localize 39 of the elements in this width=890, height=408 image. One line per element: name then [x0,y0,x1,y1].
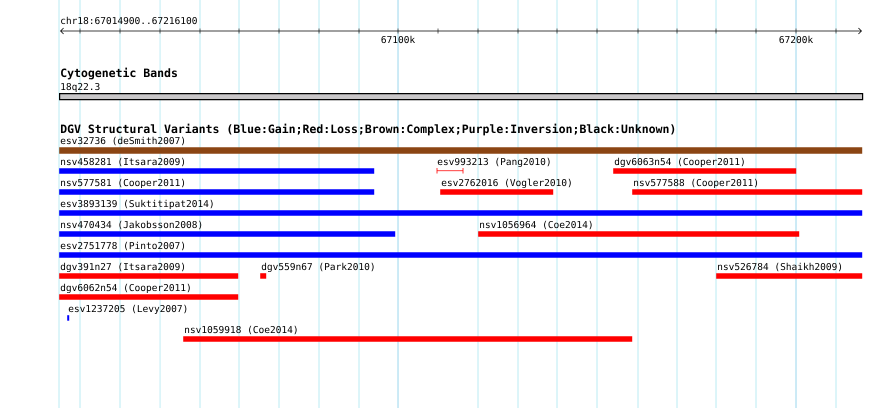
variant-bar: dgv559n67 (Park2010) [260,262,374,279]
cytoband-bar: 18q22.3 [59,82,864,100]
track-heading: DGV Structural Variants (Blue:Gain;Red:Loss;Brown:Complex;Purple:Inversion;Black:Unknown) [60,124,674,136]
variant-bar: dgv6063n54 (Cooper2011) [613,158,796,174]
variant-bar: nsv470434 (Jakobsson2008) [59,220,396,237]
node-label: esv2762016 (Vogler2010) [442,178,571,188]
node-label: esv32736 (deSmith2007) [60,136,184,146]
node-label: esv2751778 (Pinto2007) [60,242,184,250]
variant-bar: esv3893139 (Suktitipat2014) [59,200,862,216]
node-label: dgv6063n54 (Cooper2011) [614,158,744,168]
node-label: dgv559n67 (Park2010) [262,262,374,272]
variant-bar: nsv577588 (Cooper2011) [632,178,862,195]
variant-bar: nsv1059918 (Coe2014) [183,326,632,342]
track-heading: Cytogenetic Bands [61,68,177,80]
variant-bar: esv32736 (deSmith2007) [59,136,862,154]
variant-bar: esv2762016 (Vogler2010) [440,178,571,195]
node-label: esv3893139 (Suktitipat2014) [60,200,213,209]
node-label: dgv391n27 (Itsara2009) [60,262,184,272]
node-label: nsv577581 (Cooper2011) [61,178,184,188]
node-label: nsv1059918 (Coe2014) [185,326,297,334]
node-label: nsv1056964 (Coe2014) [480,220,592,230]
variant-bar: esv2751778 (Pinto2007) [59,242,862,258]
node-label: dgv6062n54 (Cooper2011) [60,284,190,294]
tick-label: 67200k [779,36,814,44]
coordinate-label: chr18:67014900..67216100 [61,16,197,24]
tick-label: 67100k [381,36,416,44]
variant-bar: nsv458281 (Itsara2009) [59,158,374,174]
node-label: nsv526784 (Shaikh2009) [718,262,842,272]
node-label: nsv458281 (Itsara2009) [61,158,184,166]
variant-bar: dgv391n27 (Itsara2009) [59,262,238,279]
variant-bar: esv1237205 (Levy2007) [67,304,186,321]
variant-bar: nsv526784 (Shaikh2009) [716,262,862,279]
node-label: nsv470434 (Jakobsson2008) [61,220,202,230]
variant-bar: dgv6062n54 (Cooper2011) [59,284,238,300]
node-label: esv1237205 (Levy2007) [68,304,186,314]
node-label: nsv577588 (Cooper2011) [634,178,758,188]
node-label: 18q22.3 [61,82,100,92]
variant-bar: nsv1056964 (Coe2014) [478,220,800,237]
variant-bar: nsv577581 (Cooper2011) [59,178,374,195]
